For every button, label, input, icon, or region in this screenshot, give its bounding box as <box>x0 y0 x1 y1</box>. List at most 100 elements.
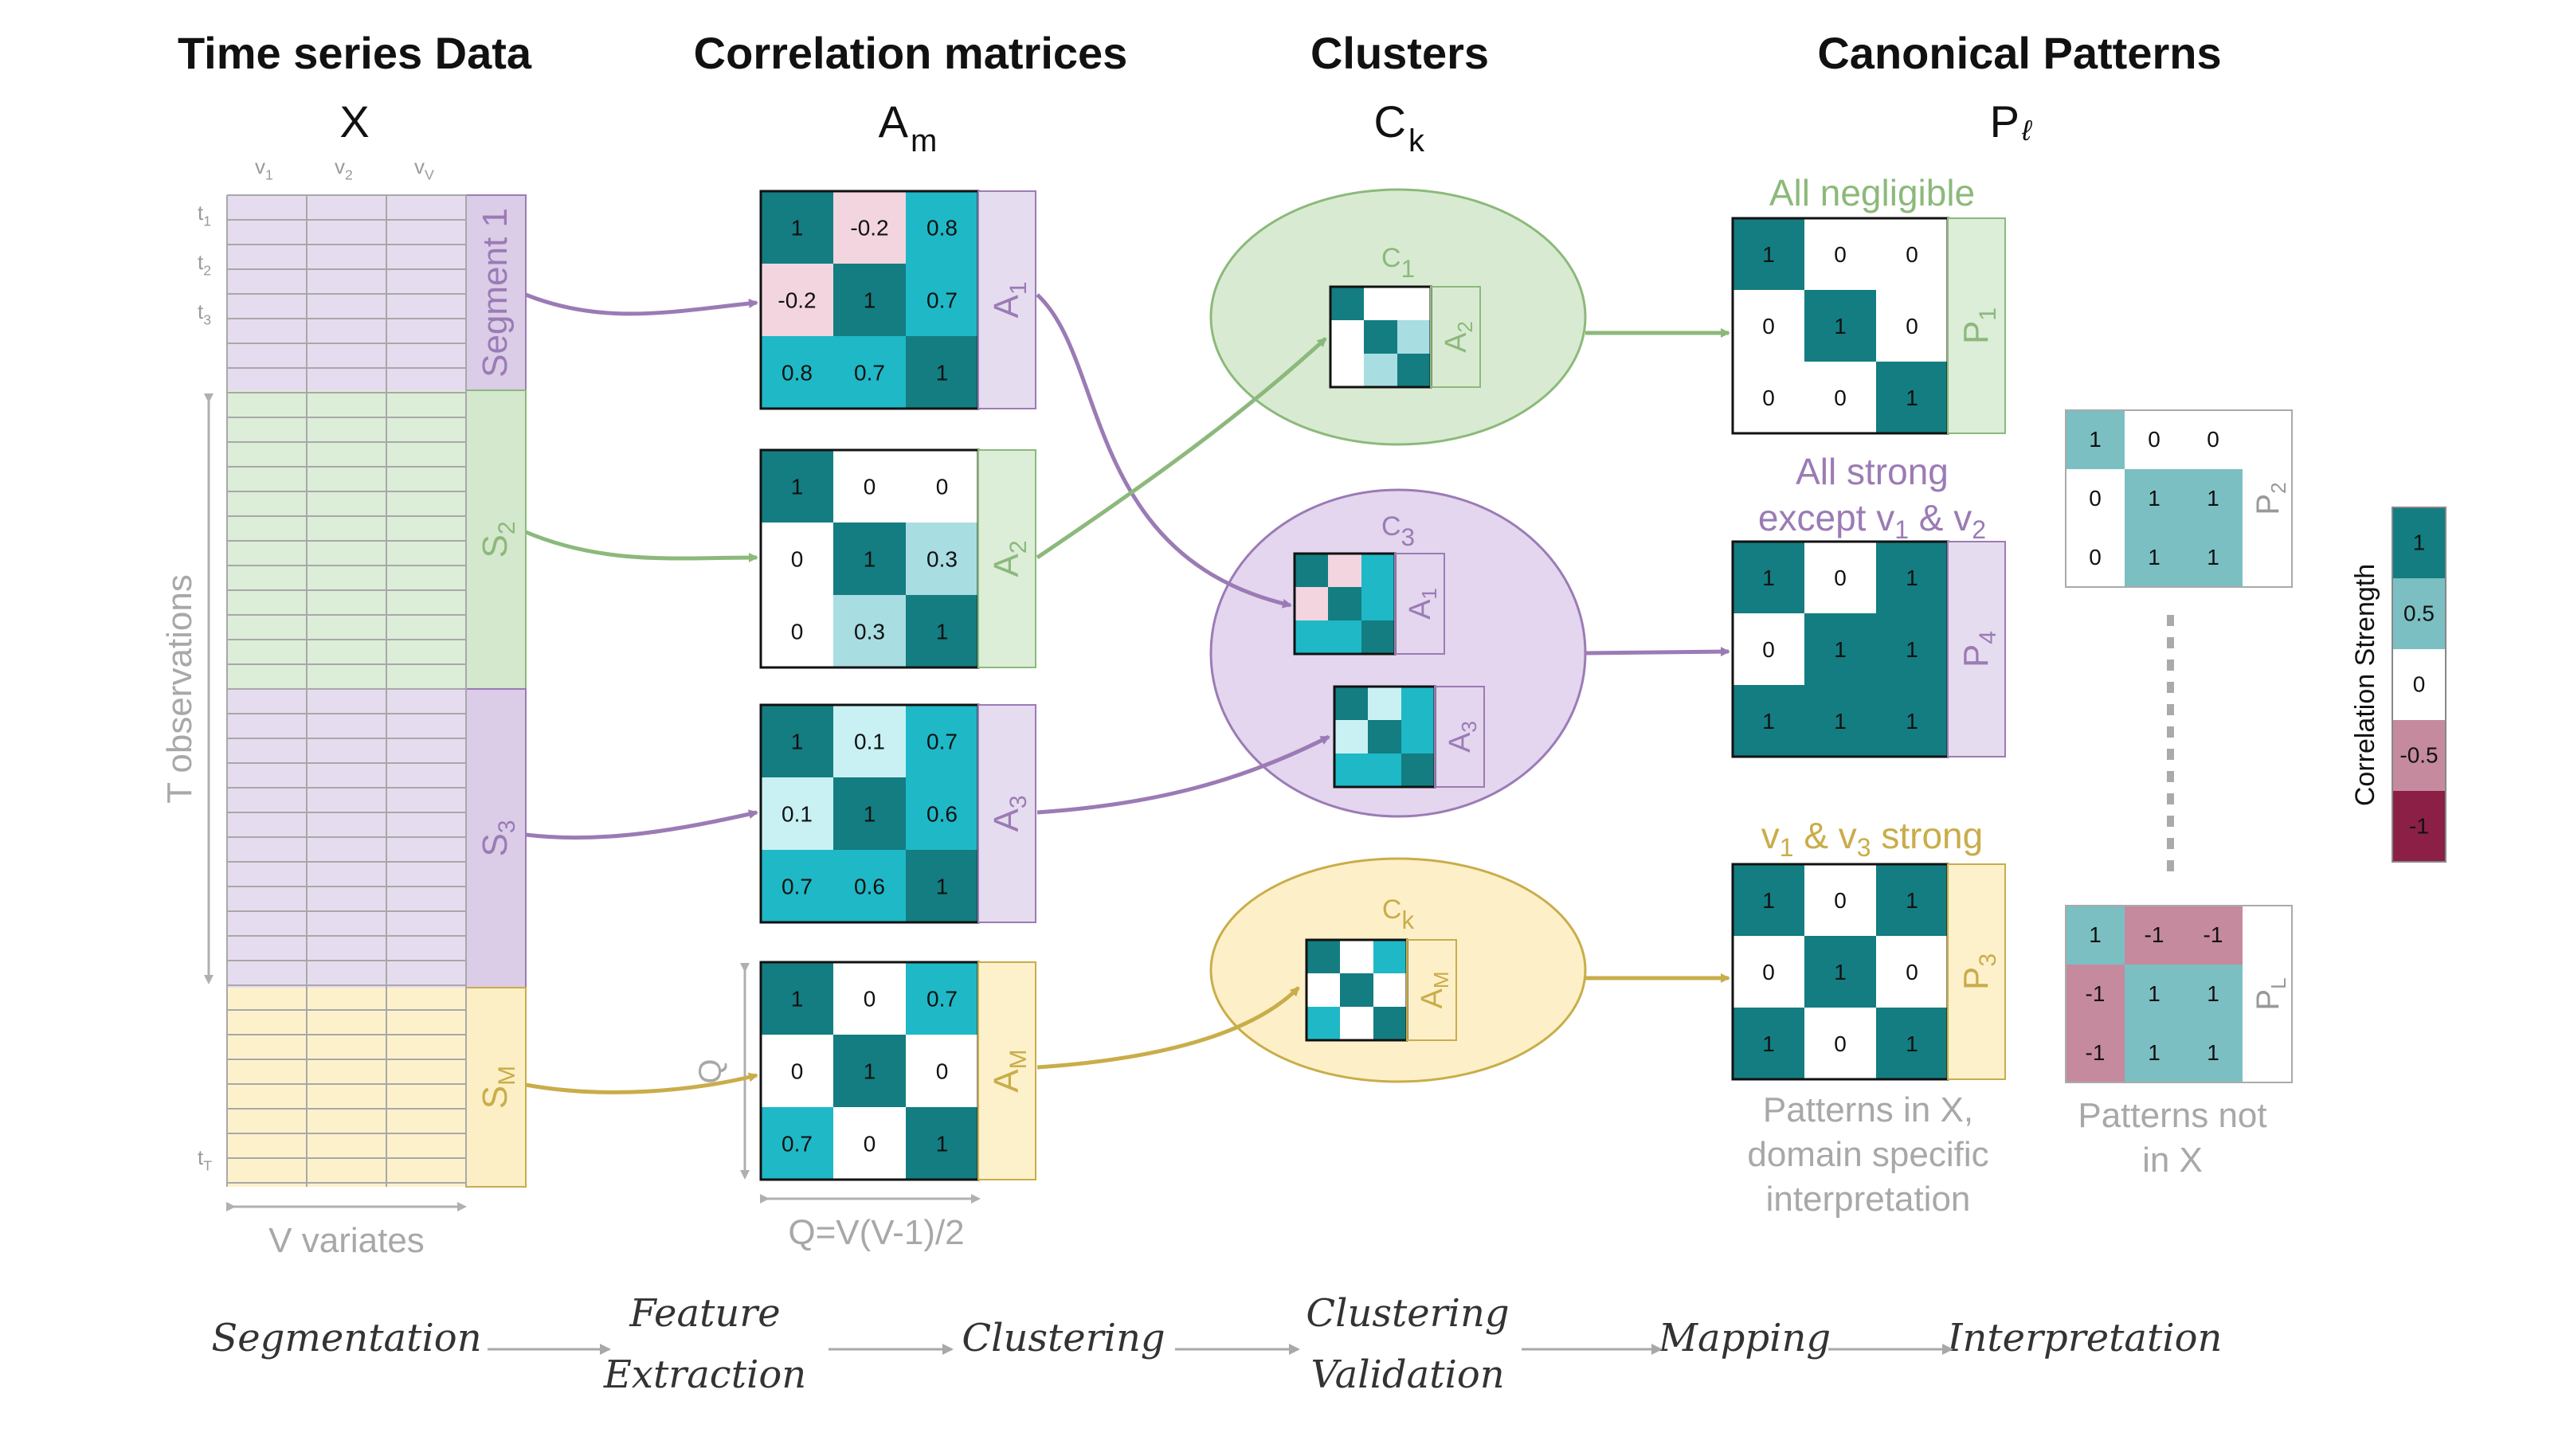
symbol-p-l: P ℓ <box>1990 96 2033 147</box>
ellipsis-dot <box>2167 704 2174 715</box>
extra-cell-value: 1 <box>2089 922 2102 947</box>
extra-cell-value: 0 <box>2089 545 2102 569</box>
matrix-cell-value: 0.7 <box>926 730 958 754</box>
matrix-label: A3 <box>987 795 1032 832</box>
matrix-cell-value: 0.7 <box>782 875 813 899</box>
workflow-step-2-line2: Extraction <box>603 1352 806 1397</box>
pattern-cell-value: 0 <box>1834 888 1847 913</box>
pattern-cell <box>1804 1008 1876 1079</box>
pattern-cell <box>1733 218 1804 290</box>
matrix-cell-value: 0 <box>936 1059 949 1084</box>
pattern-label-sub: 3 <box>1975 953 2001 967</box>
matrix-cell-value: 1 <box>791 216 804 241</box>
matrix-cell <box>761 1107 833 1180</box>
arrow-seg1-a1 <box>525 292 758 316</box>
pattern-cell <box>1876 362 1948 433</box>
time-label-2: t2 <box>198 250 211 278</box>
arrow-a2-c1 <box>1036 337 1327 560</box>
legend-swatch-5 <box>2392 791 2446 862</box>
t3-e: strong <box>1871 815 1984 856</box>
segment-rows-4 <box>227 988 466 1187</box>
pattern-cell-value: 0 <box>1906 314 1918 339</box>
pattern-cell <box>1876 936 1948 1008</box>
pattern-label: P4 <box>1957 631 2001 667</box>
pattern-cell <box>1733 362 1804 433</box>
mini-cell <box>1401 753 1435 787</box>
pattern-cell-value: 0 <box>1762 637 1775 662</box>
mini-label-base: A <box>1416 988 1449 1009</box>
mini-cell <box>1401 687 1435 720</box>
matrix-cell-value: 1 <box>864 547 876 572</box>
pattern-band <box>1947 541 2006 757</box>
matrix-cell-value: 1 <box>864 802 876 827</box>
matrix-cell <box>906 1035 978 1107</box>
segment-label-4: SM <box>476 1066 520 1109</box>
time-label-1-sub: 1 <box>203 213 211 229</box>
extra-cell <box>2066 469 2125 528</box>
matrix-label-base: A <box>987 1069 1026 1093</box>
arrow-a1-c3 <box>1036 293 1292 609</box>
extra-cell <box>2184 528 2243 587</box>
pattern-title-2b: except v1 & v2 <box>1758 497 1986 544</box>
pattern-title-2a: All strong <box>1796 451 1949 492</box>
matrix-cell-value: 1 <box>791 730 804 754</box>
matrix-cell <box>761 1035 833 1107</box>
extra-cell-value: 1 <box>2089 427 2102 452</box>
matrix-cell-value: 0.8 <box>782 361 813 386</box>
workflow: SegmentationFeatureExtractionClusteringC… <box>211 1291 2222 1397</box>
pattern-cell-value: 1 <box>1906 709 1918 734</box>
pattern-cell <box>1804 613 1876 685</box>
header-canonical-patterns: Canonical Patterns <box>1817 28 2221 78</box>
mini-cell <box>1364 354 1397 387</box>
pattern-cell-value: 0 <box>1834 1031 1847 1056</box>
pattern-cell-value: 1 <box>1834 314 1847 339</box>
matrix-band <box>977 190 1036 409</box>
mini-cell <box>1368 753 1401 787</box>
workflow-step-4-line2: Validation <box>1310 1352 1504 1397</box>
matrix-cell-value: 0.6 <box>926 802 958 827</box>
extra-cell-value: 1 <box>2148 486 2160 511</box>
extra-cell-value: 1 <box>2207 545 2219 569</box>
segment-label-base: Segment 1 <box>476 208 515 378</box>
segment-label-sub: 2 <box>494 521 520 534</box>
symbol-a: A <box>879 96 909 147</box>
cluster1-mini-a2: A2 <box>1329 285 1481 389</box>
cluster-label-2: C3 <box>1381 511 1415 551</box>
extra-cell <box>2066 1024 2125 1082</box>
ellipsis-dot <box>2167 726 2174 738</box>
matrix-cell-value: 0 <box>864 1132 876 1157</box>
matrix-cell-value: 1 <box>791 475 804 499</box>
matrix-cell-value: 1 <box>936 1132 949 1157</box>
arrow-am-ck <box>1036 986 1300 1070</box>
legend-value-4: -0.5 <box>2399 743 2438 768</box>
pattern-cell <box>1804 936 1876 1008</box>
legend-swatch-3 <box>2392 649 2446 720</box>
var-label-3-base: v <box>414 155 425 178</box>
extra-label-base: P <box>2251 989 2286 1011</box>
matrix-label-sub: M <box>1005 1049 1032 1069</box>
time-label-3-base: t <box>198 299 204 323</box>
matrix-cell <box>833 1107 906 1180</box>
pattern-cell <box>1804 362 1876 433</box>
pattern-cell <box>1804 542 1876 613</box>
ellipsis-dot <box>2167 860 2174 871</box>
mini-cell <box>1373 1007 1407 1040</box>
time-label-last: tT <box>198 1145 212 1173</box>
mini-cell <box>1330 287 1364 320</box>
pattern-cell <box>1876 218 1948 290</box>
extra-label-base: P <box>2251 494 2286 515</box>
patterns-in-x-line-1: Patterns in X, <box>1763 1090 1973 1129</box>
arrow-s3-a3 <box>525 809 758 840</box>
pattern-cell <box>1733 613 1804 685</box>
matrix-cell <box>761 777 833 850</box>
extra-cell <box>2184 906 2243 965</box>
extra-cell-value: 1 <box>2148 981 2160 1006</box>
matrix-cell <box>833 962 906 1035</box>
extra-cell <box>2066 965 2125 1024</box>
matrix-cell <box>833 264 906 336</box>
mini-cell <box>1397 320 1431 354</box>
matrix-cell-value: 0.6 <box>854 875 885 899</box>
